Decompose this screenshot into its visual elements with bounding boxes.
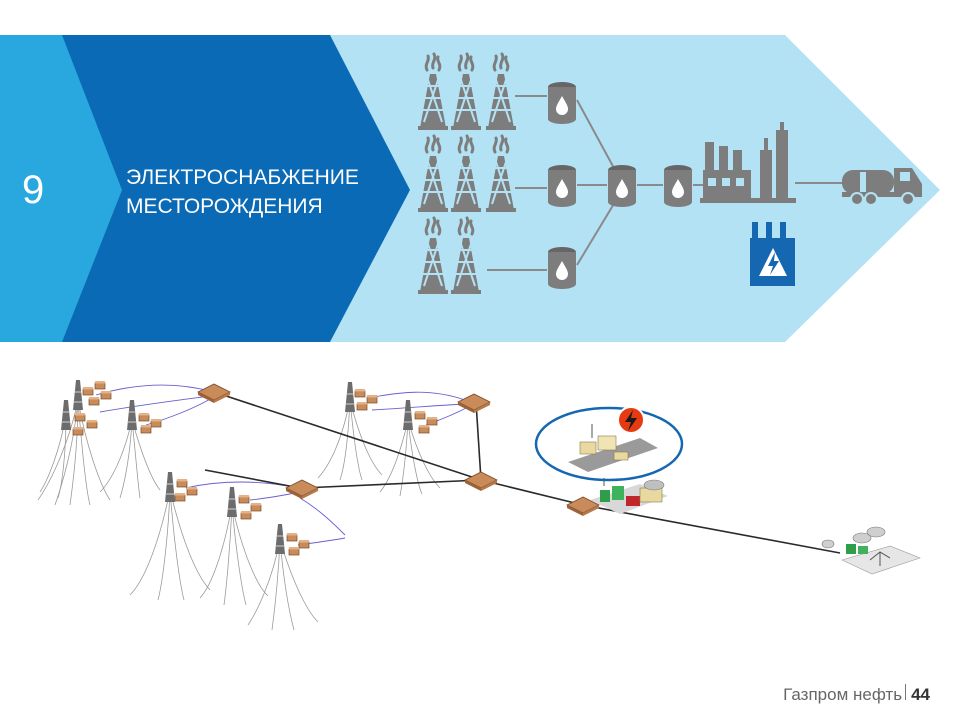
trunk-pipeline [204, 391, 841, 554]
oil-barrel-icon [548, 165, 576, 207]
collection-substations [197, 383, 600, 517]
well-tower [126, 399, 138, 431]
oil-barrel-icon [548, 82, 576, 124]
oil-barrel-icon [664, 165, 692, 207]
well-tower [344, 381, 356, 413]
well-tower [274, 523, 286, 555]
highlighted-power-station [534, 406, 684, 482]
well-tower [164, 471, 176, 503]
lightning-icon [768, 252, 779, 275]
page-number: 44 [911, 685, 930, 704]
pipeline-connector-lines [487, 95, 845, 271]
stage-number: 9 [22, 168, 45, 212]
collection-substation [197, 383, 231, 404]
well-tower [72, 379, 84, 411]
processing-facility [590, 478, 668, 514]
tanker-truck-icon [842, 168, 922, 206]
refinery-icon [700, 122, 796, 203]
well-tower [402, 399, 414, 431]
footer-brand: Газпром нефть [783, 685, 903, 704]
collection-substation [464, 471, 498, 492]
terminal-facility [821, 526, 921, 575]
well-tower [60, 399, 72, 431]
collection-substation [285, 479, 319, 500]
footer-divider [905, 684, 907, 700]
power-plant-icon [750, 222, 795, 286]
stage-title-line-1: ЭЛЕКТРОСНАБЖЕНИЕ [126, 166, 359, 189]
oil-barrel-icon [608, 165, 636, 207]
lightning-icon [625, 410, 637, 431]
stage-title: ЭЛЕКТРОСНАБЖЕНИЕ МЕСТОРОЖДЕНИЯ [126, 163, 406, 221]
well-trajectories [37, 399, 441, 631]
process-banner [0, 35, 940, 342]
footer: Газпром нефть 44 [783, 684, 930, 705]
stage-title-line-2: МЕСТОРОЖДЕНИЯ [126, 195, 323, 218]
oil-barrel-icon [548, 247, 576, 289]
field-network-diagram [37, 379, 921, 631]
highlight-ring [534, 406, 684, 482]
feed-lines [95, 384, 471, 546]
well-tower [226, 486, 238, 518]
